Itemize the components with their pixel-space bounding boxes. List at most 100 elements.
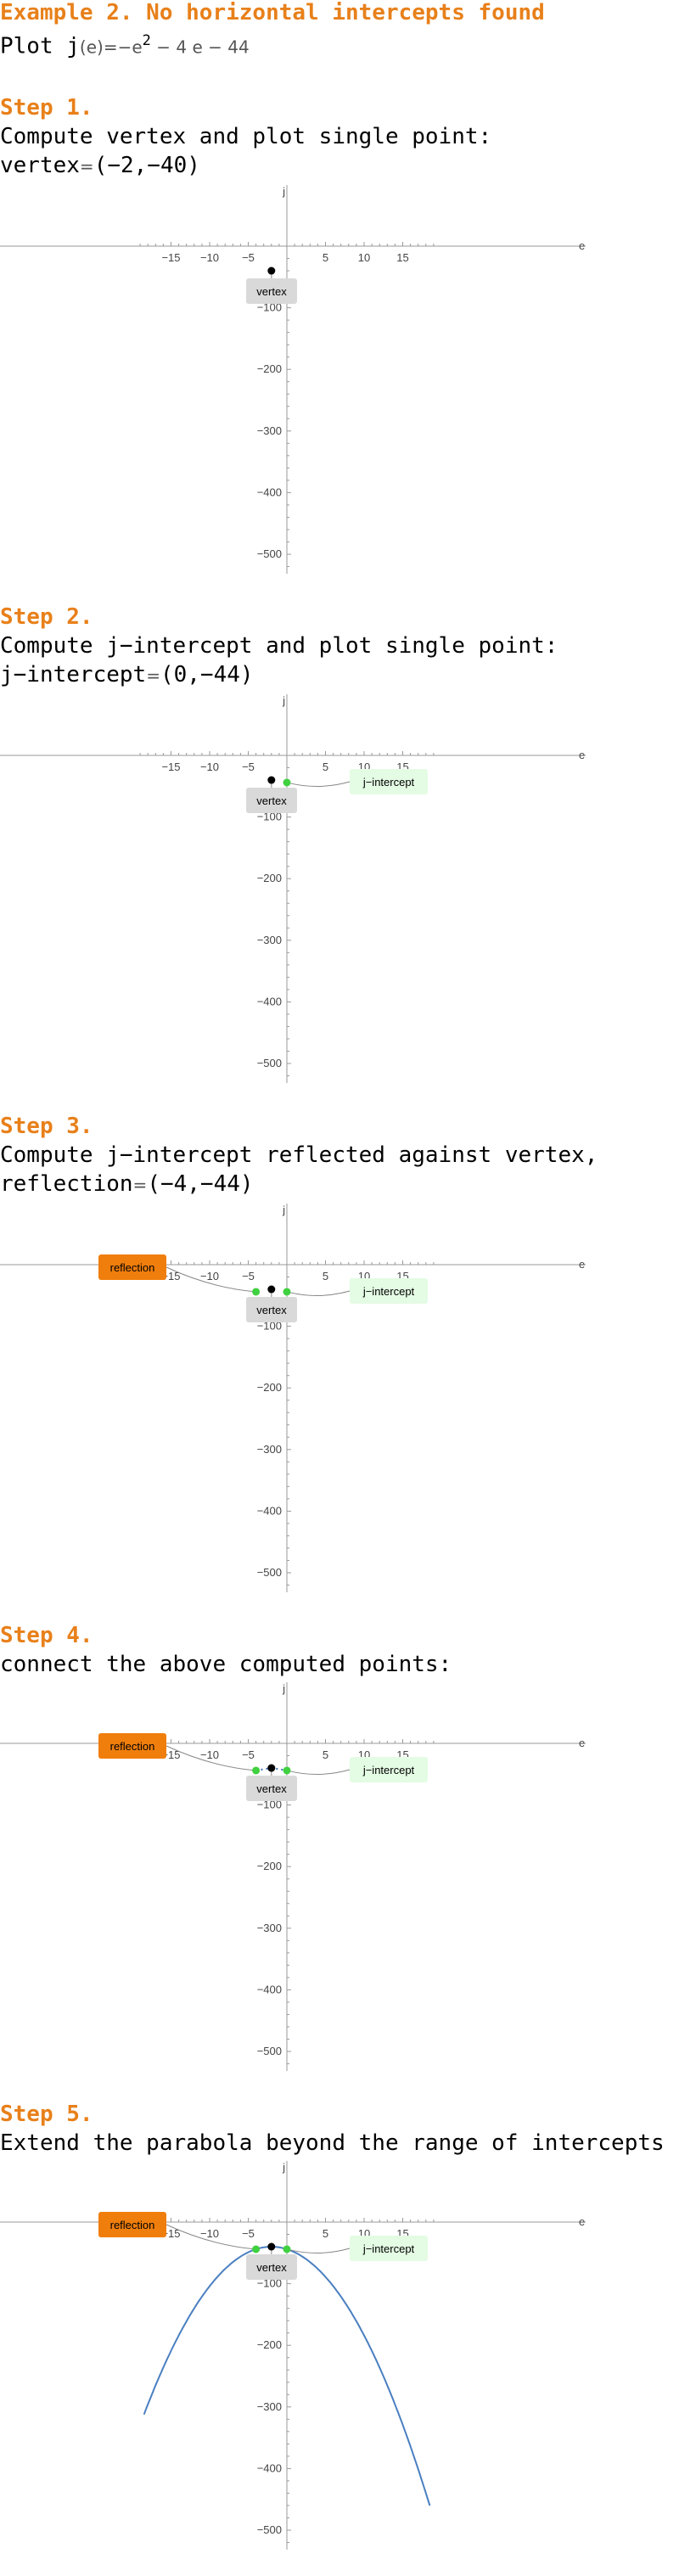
x-tick-label: −10 [200,1748,219,1761]
y-tick-label: −100 [257,1799,282,1811]
y-tick-label: −200 [257,1860,282,1872]
plot-exponent: 2 [142,32,151,49]
y-axis-label: j [282,2161,285,2174]
callout-line [166,1266,256,1293]
vertex-point [267,1764,276,1772]
x-tick-label: 5 [323,760,328,773]
label-reflection: reflection [98,2212,256,2250]
step-4-text: connect the above computed points: [0,1652,452,1677]
x-tick-label: −5 [242,1748,255,1761]
label-text: vertex [256,794,287,807]
label-reflection: reflection [98,1733,256,1771]
callout-line [286,1290,351,1296]
step-5-heading: Step 5. [0,2102,93,2127]
label-vertex: vertex [246,2247,297,2280]
plot-rest: − 4 e − 44 [150,36,250,58]
plot-eq: =−e [103,36,143,58]
callout-line [286,1769,351,1775]
y-tick-label: −500 [257,1566,282,1579]
label-text: reflection [110,1740,155,1753]
label-j-intercept: j−intercept [286,1278,428,1304]
vertex-point [267,776,276,784]
callout-line [286,2248,351,2253]
y-axis-label: j [282,694,285,707]
y-tick-label: −100 [257,2277,282,2290]
y-tick-label: −500 [257,2045,282,2057]
x-tick-label: −5 [242,251,255,264]
label-text: vertex [256,1782,287,1795]
step-3-result-value: (−4,−44) [147,1171,254,1197]
label-box [246,788,297,813]
callout-line [286,781,351,787]
x-tick-label: 15 [396,251,408,264]
y-axis-label: j [282,1682,285,1695]
y-axis-label: j [282,185,285,198]
y-tick-label: −400 [257,1983,282,1995]
y-tick-label: −300 [257,424,282,437]
label-text: j−intercept [362,776,415,789]
x-tick-label: −15 [161,760,180,773]
label-box [246,278,297,304]
y-tick-label: −300 [257,1922,282,1934]
label-box [98,1733,166,1759]
vertex-point [267,2242,276,2251]
x-tick-label: −10 [200,251,219,264]
y-tick-label: −300 [257,1443,282,1456]
y-tick-label: −500 [257,2523,282,2536]
y-tick-label: −300 [257,2400,282,2413]
x-tick-label: 5 [323,251,328,264]
step-1-heading: Step 1. [0,95,93,121]
label-j-intercept: j−intercept [286,769,428,794]
y-tick-label: −400 [257,1504,282,1517]
label-text: vertex [256,1304,287,1316]
y-tick-label: −400 [257,2461,282,2474]
label-box [98,1254,166,1280]
step-1-result-label: vertex [0,153,80,178]
y-axis-label: j [282,1204,285,1216]
label-reflection: reflection [98,1254,256,1293]
y-tick-label: −200 [257,362,282,375]
callout-line [166,1745,256,1771]
label-box [350,1278,428,1304]
label-text: j−intercept [362,1764,415,1776]
step-3-result: reflection=(−4,−44) [0,1171,254,1197]
x-tick-label: −10 [200,760,219,773]
reflection-point [252,1766,261,1775]
label-text: reflection [110,1261,155,1274]
step-2-text: Compute j−intercept and plot single poin… [0,633,558,659]
step-2-result: j−intercept=(0,−44) [0,662,254,687]
plot-fn-var: (e) [79,36,104,58]
x-axis-label: e [579,749,585,761]
label-text: j−intercept [362,2242,415,2255]
step-1-text: Compute vertex and plot single point: [0,124,492,149]
label-text: reflection [110,2219,155,2231]
y-tick-label: −300 [257,934,282,946]
step-5-text: Extend the parabola beyond the range of … [0,2130,665,2156]
label-text: vertex [256,2261,287,2274]
x-tick-label: 5 [323,1748,328,1761]
y-tick-label: −200 [257,872,282,884]
label-text: j−intercept [362,1285,415,1298]
x-tick-label: 10 [358,251,370,264]
reflection-point [252,1288,261,1296]
j-intercept-point [283,1288,291,1296]
reflection-point [252,2245,261,2253]
label-vertex: vertex [246,1289,297,1322]
y-tick-label: −200 [257,1381,282,1394]
label-box [246,1776,297,1801]
x-axis-label: e [579,1737,585,1749]
step-2-result-label: j−intercept [0,662,147,687]
label-vertex: vertex [246,780,297,813]
y-tick-label: −200 [257,2338,282,2351]
x-tick-label: −10 [200,1270,219,1282]
x-tick-label: −5 [242,1270,255,1282]
step-1-result: vertex=(−2,−40) [0,153,200,178]
vertex-point [267,1285,276,1294]
x-axis-label: e [579,239,585,252]
x-tick-label: 5 [323,2227,328,2240]
